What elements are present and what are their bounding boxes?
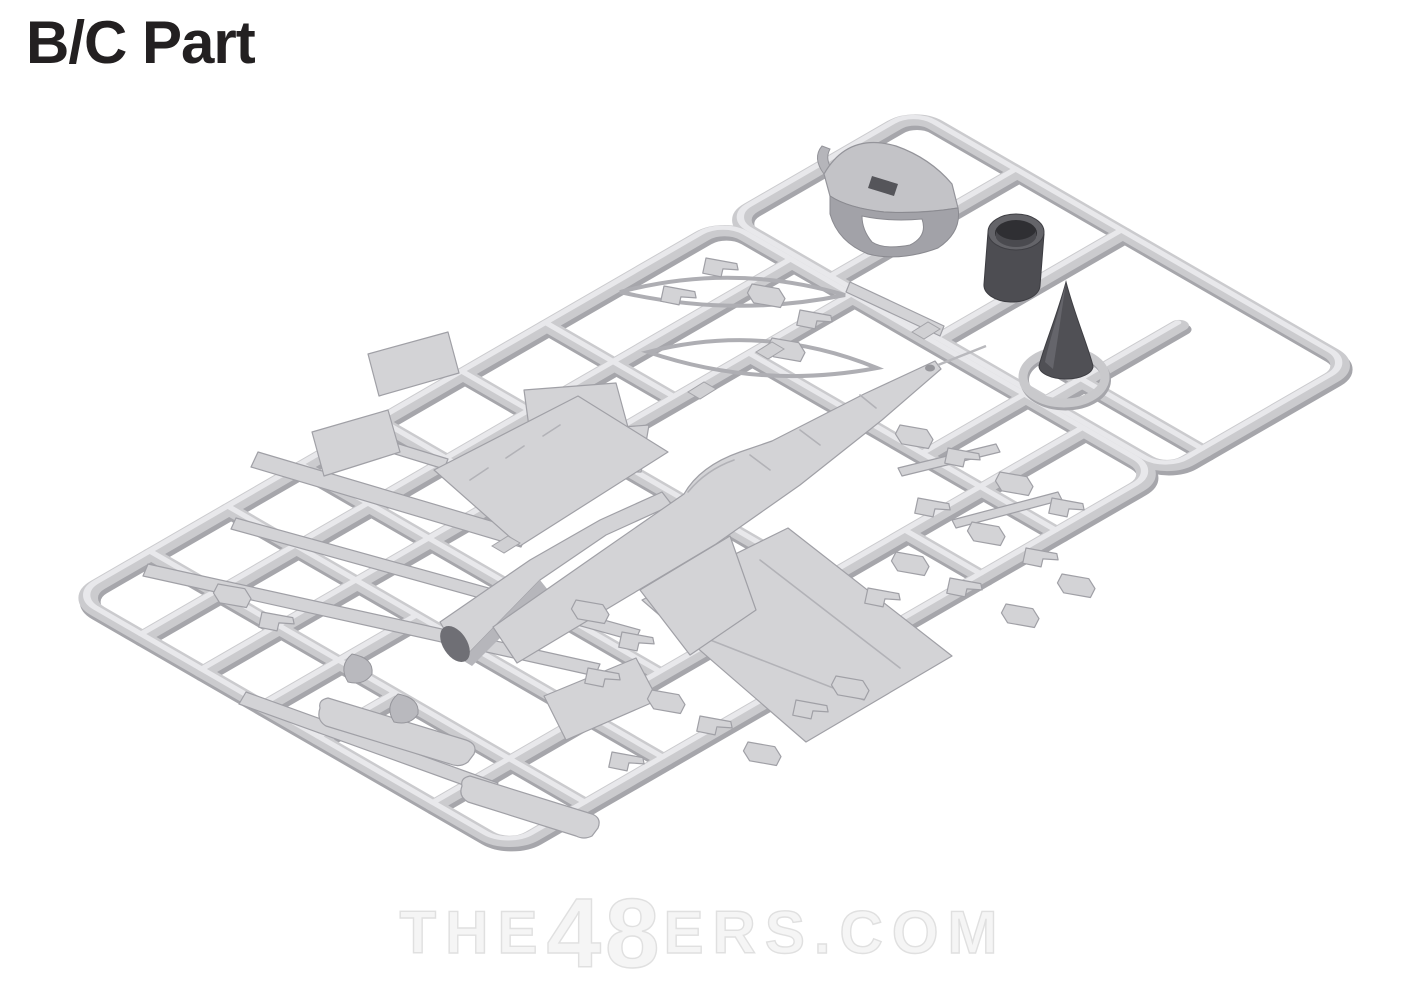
wing-leading-strip xyxy=(250,451,529,548)
exhaust-nozzle xyxy=(983,213,1045,303)
canopy-hood xyxy=(817,142,960,258)
gate-tabs xyxy=(491,321,941,554)
drop-tank-half xyxy=(460,775,600,839)
small-bracket xyxy=(698,249,741,288)
hood-slot xyxy=(868,176,898,196)
fuselage-half-upper xyxy=(492,344,987,664)
intake-lip xyxy=(343,653,373,684)
canopy-rail xyxy=(619,275,846,308)
drop-tank-half xyxy=(318,697,476,767)
small-bracket xyxy=(998,596,1043,636)
nose-cone-assembly xyxy=(1018,280,1111,411)
page-title: B/C Part xyxy=(26,9,256,76)
hood-arch-opening xyxy=(861,215,924,248)
pitot-boom xyxy=(937,344,987,367)
nose-blade-strip xyxy=(845,281,945,337)
small-bracket xyxy=(740,734,785,774)
intake-lip xyxy=(389,693,419,724)
watermark-suffix: ERS.COM xyxy=(663,899,1007,966)
small-bracket xyxy=(1054,566,1099,606)
windscreen-rail xyxy=(640,338,885,379)
watermark-number: 48 xyxy=(546,878,664,988)
nose-cone xyxy=(1038,280,1094,380)
pylon-fin xyxy=(367,331,460,397)
canopy-rails xyxy=(619,275,885,379)
wing-root xyxy=(639,535,757,656)
watermark-prefix: THE xyxy=(399,899,547,966)
intake-opening xyxy=(925,364,935,372)
upper-wing-panel xyxy=(433,395,669,547)
pylon-fin xyxy=(311,409,401,477)
